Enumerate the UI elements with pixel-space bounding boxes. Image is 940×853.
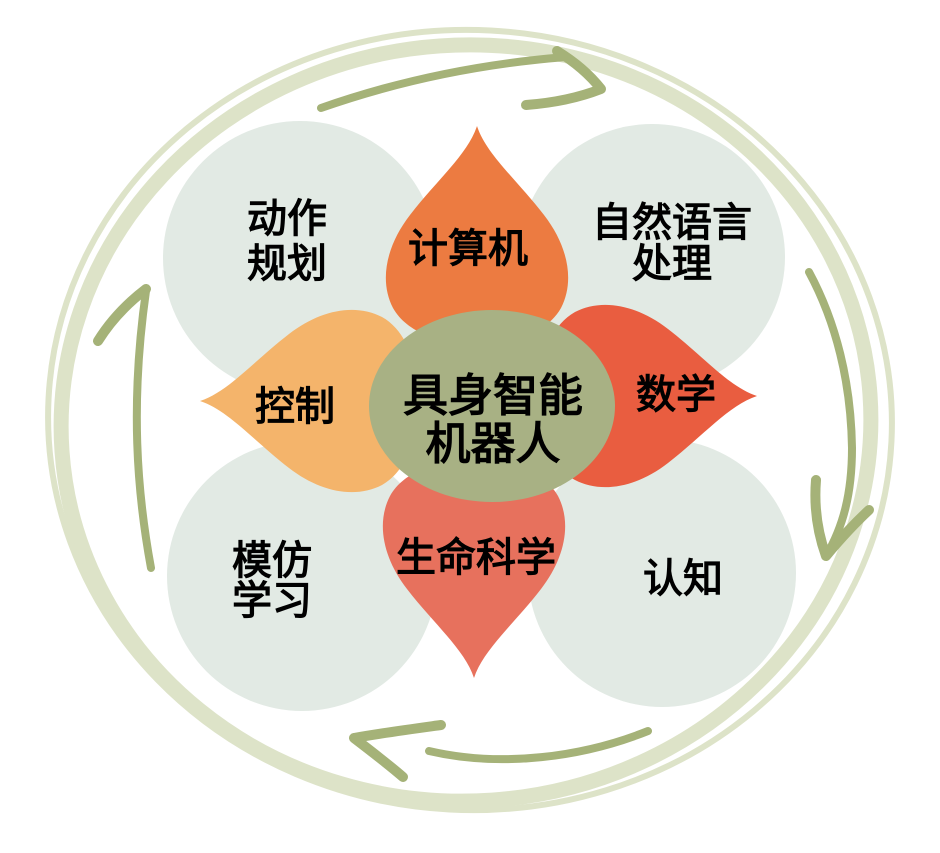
label-center-line1: 具身智能: [403, 370, 583, 421]
label-center-line2: 机器人: [425, 418, 560, 469]
arrow-left-head: [93, 284, 151, 346]
label-math: 数学: [636, 373, 716, 417]
arrow-bottom-head: [349, 720, 446, 782]
label-control: 控制: [255, 385, 335, 429]
arrow-top-tail: [317, 53, 570, 112]
petal-computer: [385, 126, 569, 344]
circle-cognition: [528, 439, 796, 707]
arrow-bottom-tail: [425, 727, 652, 764]
arrow-right-tail: [805, 268, 856, 560]
label-motion-planning-line1: 动作: [247, 197, 327, 241]
labels: 动作 规划 计算机 自然语言 处理 控制 数学 具身智能 机器人 模仿 学习 生…: [232, 197, 752, 623]
label-imitation-learning-line2: 学习: [232, 579, 312, 623]
label-life-science: 生命科学: [396, 535, 556, 580]
arrow-right-head: [810, 475, 874, 561]
arrow-left-tail: [132, 287, 155, 572]
label-nlp-line2: 处理: [632, 242, 712, 286]
petals: [200, 126, 757, 678]
petal-life-science: [382, 460, 566, 678]
label-cognition: 认知: [643, 557, 723, 601]
cycle-ring-band: [53, 37, 879, 809]
arrow-top-icon: [317, 46, 606, 112]
cycle-ring-line: [45, 26, 895, 814]
arrow-bottom-icon: [349, 720, 652, 782]
circle-imitation-learning: [167, 441, 437, 711]
arrow-top-head: [521, 46, 606, 110]
cycle-ring: [45, 26, 895, 814]
label-imitation-learning-line1: 模仿: [232, 539, 312, 583]
arrow-right-icon: [805, 268, 874, 561]
label-computer: 计算机: [408, 227, 528, 271]
arrow-left-icon: [93, 284, 155, 572]
center-circle: [369, 310, 615, 502]
label-nlp-line1: 自然语言: [592, 201, 752, 245]
label-motion-planning-line2: 规划: [247, 242, 327, 286]
petal-control: [200, 309, 418, 493]
cycle-arrows: [93, 46, 874, 782]
